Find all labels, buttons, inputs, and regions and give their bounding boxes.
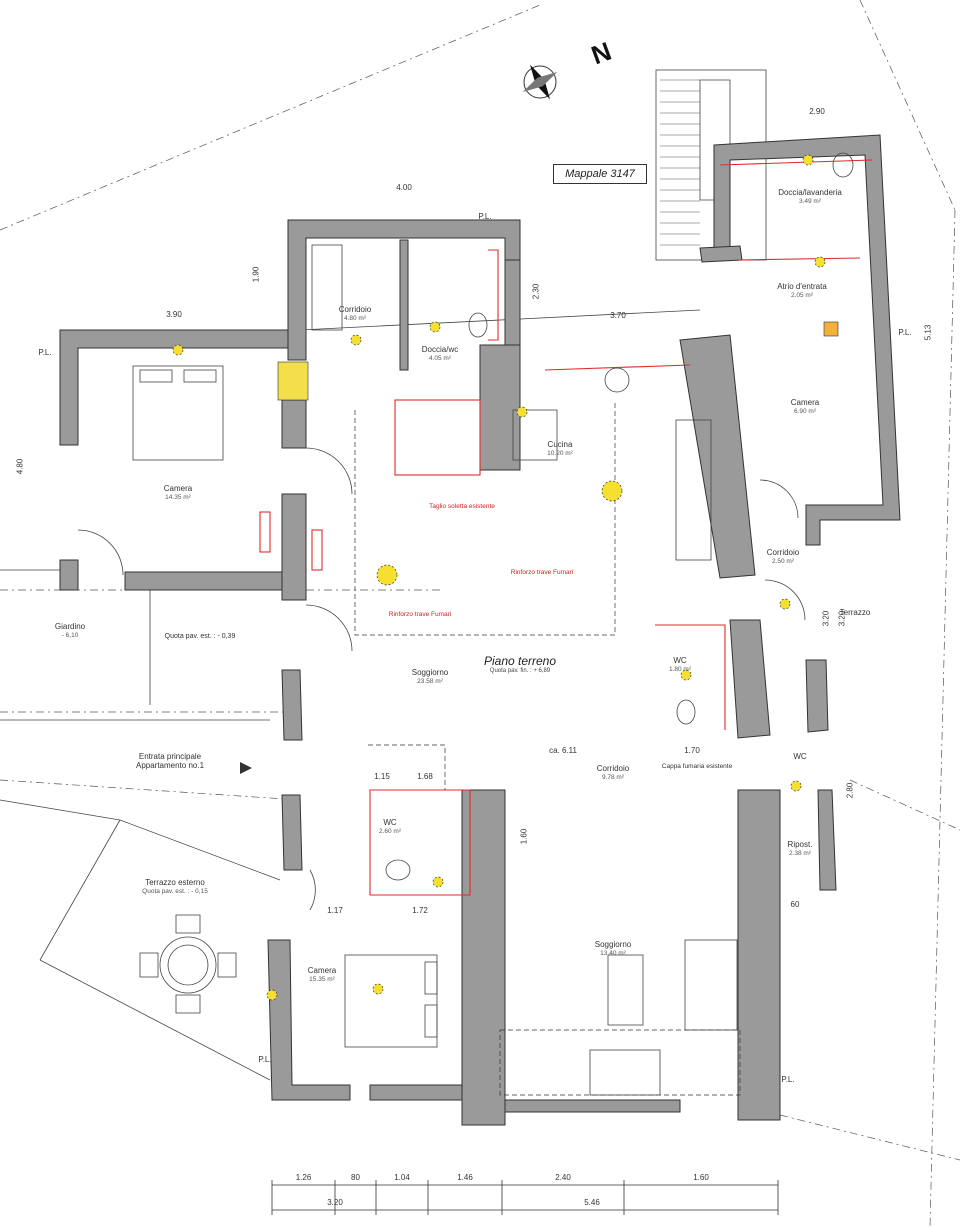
bottom-dimension: 1.60: [693, 1173, 709, 1182]
dimension-d-168: 1.68: [417, 772, 433, 781]
floor-title: Piano terreno Quota pav. fin. : + 6,89: [474, 654, 566, 674]
ceiling-light-icon: [802, 154, 814, 166]
dimension-d-290: 2.90: [809, 107, 825, 116]
bottom-dimension: 1.46: [457, 1173, 473, 1182]
dimension-d-320b: 3.20: [821, 610, 831, 627]
property-line-label: P.L.: [478, 212, 492, 221]
dimension-d-190: 1.90: [251, 266, 261, 283]
dimension-d-480: 4.80: [15, 458, 25, 475]
dimension-d-060: 60: [790, 900, 800, 909]
compass-rose-icon: [522, 64, 558, 100]
bottom-dimension: 2.40: [555, 1173, 571, 1182]
beam-reinforcement-note-2: Rinforzo trave Fumari: [388, 611, 452, 618]
dimension-d-611: ca. 6.11: [549, 746, 577, 755]
ceiling-light-icon: [172, 344, 184, 356]
new-wall-infill: [277, 321, 839, 401]
external-staircase: [655, 69, 767, 261]
beam-reinforcement-note-1: Rinforzo trave Fumari: [510, 569, 574, 576]
property-line-label: P.L.: [898, 328, 912, 337]
dimension-d-370: 3.70: [610, 311, 626, 320]
red-interventions: [259, 159, 873, 896]
ceiling-light-icon: [814, 256, 826, 268]
dimension-d-400: 4.00: [396, 183, 412, 192]
bottom-total-dimension: 3.20: [327, 1198, 343, 1207]
property-line-label: P.L.: [38, 348, 52, 357]
chimney-note: Cappa fumaria esistente: [661, 763, 733, 770]
dimension-d-160: 1.60: [519, 828, 529, 845]
ceiling-light-icon: [429, 321, 441, 333]
dashed-outlines: [354, 400, 741, 1096]
dimension-d-170: 1.70: [684, 746, 700, 755]
ceiling-light-icon: [790, 780, 802, 792]
ceiling-light-icon: [372, 983, 384, 995]
room-label-wc-vc: WC: [793, 752, 807, 761]
bottom-total-dimension: 5.46: [584, 1198, 600, 1207]
garden-label: Giardino- 6,10: [54, 622, 86, 639]
ceiling-light-icon: [680, 669, 692, 681]
property-line-label: P.L.: [258, 1055, 272, 1064]
dimension-d-390: 3.90: [166, 310, 182, 319]
bottom-dimension: 1.26: [295, 1173, 312, 1182]
ceiling-light-icon: [350, 334, 362, 346]
dimension-d-230: 2.30: [531, 283, 541, 300]
property-line-label: P.L.: [781, 1075, 795, 1084]
bottom-dimension-lines: [271, 1180, 779, 1215]
dimension-d-115: 1.15: [374, 772, 390, 781]
ceiling-light-icon: [516, 406, 528, 418]
parcel-label: Mappale 3147: [553, 164, 647, 184]
dimension-d-513: 5.13: [923, 324, 933, 341]
garden-quota: Quota pav. est. : - 0,39: [164, 633, 236, 640]
doors: [77, 447, 806, 911]
ceiling-light-icon: [601, 480, 623, 502]
terrace-label: Terrazzo: [839, 608, 871, 617]
furniture: [132, 152, 854, 1096]
ceiling-light-icon: [432, 876, 444, 888]
dimension-d-172: 1.72: [412, 906, 428, 915]
ceiling-light-icon: [376, 564, 398, 586]
floor-title-text: Piano terreno: [483, 654, 557, 668]
ceiling-light-icon: [779, 598, 791, 610]
ceiling-lights: [172, 154, 826, 1001]
ceiling-light-icon: [266, 989, 278, 1001]
bottom-dimension: 80: [351, 1173, 360, 1182]
dimension-d-320: 3.20: [837, 610, 847, 627]
bottom-dimension: 1.04: [394, 1173, 410, 1182]
dimension-d-280: 2.80: [845, 782, 855, 799]
walls: [59, 134, 901, 1126]
room-label-ripost: Ripost.2.38 m²: [787, 840, 813, 857]
slab-cut-note: Taglio soletta esistente: [429, 503, 495, 510]
floor-quota: Quota pav. fin. : + 6,89: [489, 668, 551, 674]
dimension-d-117: 1.17: [327, 906, 343, 915]
